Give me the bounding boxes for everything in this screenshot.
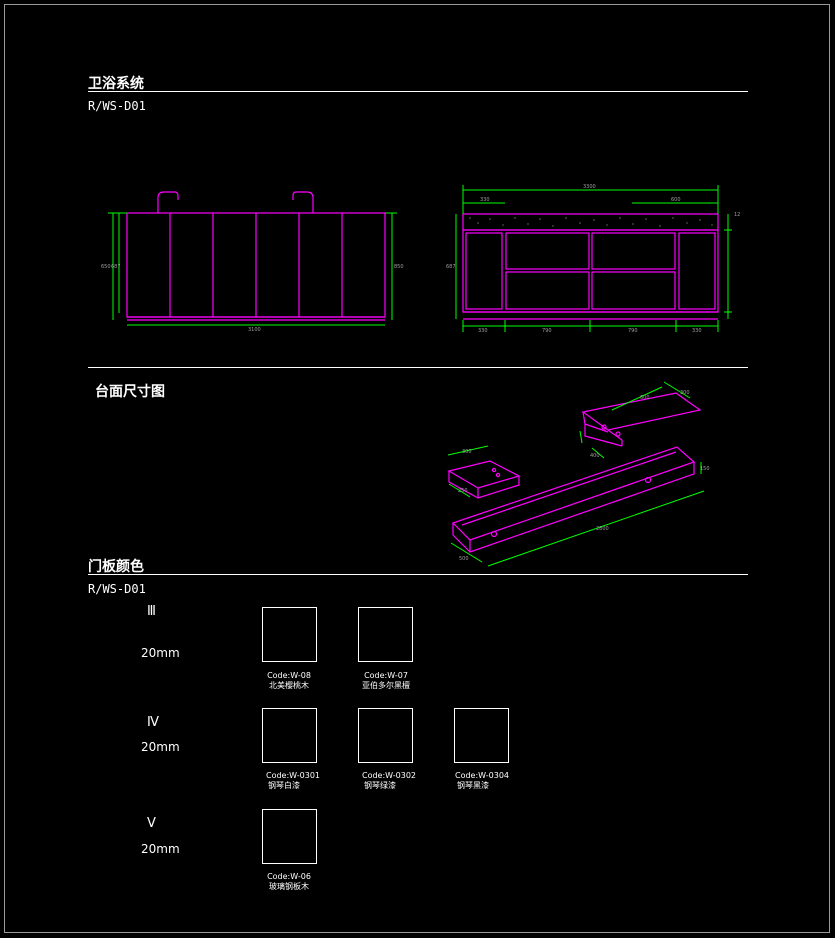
color-swatch[interactable] [262,607,317,662]
front-dimensions [108,212,397,326]
cabinet-bottom-dim-2: 790 [542,328,552,334]
stone-top-texture [469,217,713,227]
thickness-label-4: 20mm [141,740,180,754]
iso-box-c-dim: 400 [590,453,600,459]
thickness-label-3: 20mm [141,646,180,660]
bathroom-code: R/WS-D01 [88,99,146,113]
iso-height-dim: 150 [700,466,710,472]
drawing-frame [4,4,830,933]
door-code: R/WS-D01 [88,582,146,596]
iso-small-counter [447,460,521,499]
cabinet-dimensions [455,185,732,332]
iso-small-a-dim: 300 [462,449,472,455]
grade-label-3: Ⅲ [147,604,156,619]
thickness-label-5: 20mm [141,842,180,856]
front-height-b: 687 [111,264,121,270]
cabinet-bottom-dim-3: 790 [628,328,638,334]
color-swatch[interactable] [262,809,317,864]
counter-section-title: 台面尺寸图 [95,384,165,400]
cabinet-bottom-dim-1: 330 [478,328,488,334]
title-rule-2 [88,574,748,575]
cabinet-total-dim: 3300 [583,184,596,190]
cabinet-top-right-dim: 600 [671,197,681,203]
iso-box-a-dim: 600 [640,395,650,401]
iso-box-counter [581,392,702,447]
front-elevation [126,191,386,321]
iso-depth-dim: 500 [459,556,469,562]
color-swatch[interactable] [358,708,413,763]
grade-label-5: Ⅴ [147,816,156,831]
color-swatch[interactable] [262,708,317,763]
color-swatch[interactable] [358,607,413,662]
iso-dimensions [447,381,705,567]
door-section-title: 门板颜色 [88,559,144,575]
iso-long-counter [451,446,696,553]
iso-small-b-dim: 250 [458,488,468,494]
front-height-c: 850 [394,264,404,270]
bathroom-section-title: 卫浴系统 [88,76,144,92]
cabinet-top-thk-dim: 12 [734,212,740,218]
front-height-a: 650 [101,264,111,270]
front-width-dim: 3100 [248,327,261,333]
iso-long-dim: 2800 [596,526,609,532]
section-divider [88,367,748,368]
title-rule-1 [88,91,748,92]
cabinet-top-left-dim: 330 [480,197,490,203]
cabinet-height-dim: 687 [446,264,456,270]
grade-label-4: Ⅳ [147,715,159,730]
cabinet-bottom-dim-4: 330 [692,328,702,334]
cabinet-elevation [462,213,719,320]
iso-box-b-dim: 300 [680,390,690,396]
color-swatch[interactable] [454,708,509,763]
